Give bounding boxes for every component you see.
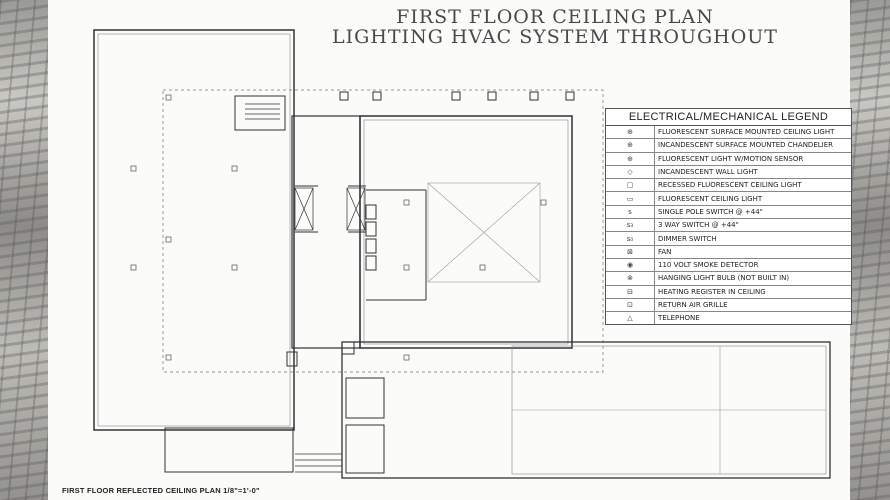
- dimmer-switch-icon: s₀: [606, 232, 655, 245]
- legend-label: 110 VOLT SMOKE DETECTOR: [658, 261, 759, 270]
- legend-label: FLUORESCENT LIGHT W/MOTION SENSOR: [658, 154, 804, 163]
- smoke-detector-icon: ◉: [606, 258, 655, 272]
- legend-label: FLUORESCENT CEILING LIGHT: [658, 194, 763, 203]
- heating-register-icon: ⊟: [606, 285, 655, 298]
- fluorescent-light-icon: ▭: [606, 192, 655, 205]
- wall-light-icon: ◇: [606, 165, 655, 179]
- legend-label: FLUORESCENT SURFACE MOUNTED CEILING LIGH…: [658, 128, 835, 137]
- left-bark-border: [0, 0, 48, 500]
- fan-icon: ⊠: [606, 245, 655, 258]
- legend-row: ⊟HEATING REGISTER IN CEILING: [606, 285, 851, 299]
- legend-row: ◇INCANDESCENT WALL LIGHT: [606, 165, 851, 180]
- legend-label: 3 WAY SWITCH @ +44": [658, 221, 739, 230]
- legend-row: ◉110 VOLT SMOKE DETECTOR: [606, 258, 851, 273]
- chandelier-icon: ⊕: [606, 139, 655, 152]
- legend-row: ▭FLUORESCENT CEILING LIGHT: [606, 192, 851, 206]
- legend-row: ⊠FAN: [606, 245, 851, 259]
- legend-row: ⊕INCANDESCENT SURFACE MOUNTED CHANDELIER: [606, 139, 851, 153]
- legend-row: ⊕FLUORESCENT SURFACE MOUNTED CEILING LIG…: [606, 126, 851, 140]
- legend-heading: ELECTRICAL/MECHANICAL LEGEND: [606, 109, 851, 126]
- light-bulb-icon: ⊗: [606, 272, 655, 285]
- legend-row: ⊕FLUORESCENT LIGHT W/MOTION SENSOR: [606, 152, 851, 166]
- motion-light-icon: ⊕: [606, 152, 655, 165]
- legend-row: ⊡RETURN AIR GRILLE: [606, 298, 851, 313]
- return-air-grille-icon: ⊡: [606, 298, 655, 312]
- legend-table: ELECTRICAL/MECHANICAL LEGEND ⊕FLUORESCEN…: [605, 108, 852, 326]
- plan-caption: FIRST FLOOR REFLECTED CEILING PLAN 1/8"=…: [62, 486, 260, 495]
- legend-row: △TELEPHONE: [606, 312, 851, 325]
- legend-label: FAN: [658, 247, 672, 256]
- ceiling-light-icon: ⊕: [606, 126, 655, 139]
- legend-row: ▢RECESSED FLUORESCENT CEILING LIGHT: [606, 179, 851, 193]
- plan-title: FIRST FLOOR CEILING PLAN: [396, 6, 714, 28]
- legend-label: RECESSED FLUORESCENT CEILING LIGHT: [658, 181, 802, 190]
- legend-row: ⊗HANGING LIGHT BULB (NOT BUILT IN): [606, 272, 851, 286]
- legend-label: TELEPHONE: [658, 314, 700, 323]
- plan-subtitle: LIGHTING HVAC SYSTEM THROUGHOUT: [332, 26, 778, 48]
- legend-label: INCANDESCENT SURFACE MOUNTED CHANDELIER: [658, 141, 833, 150]
- recessed-light-icon: ▢: [606, 179, 655, 192]
- legend-label: HANGING LIGHT BULB (NOT BUILT IN): [658, 274, 790, 283]
- legend-label: INCANDESCENT WALL LIGHT: [658, 168, 758, 177]
- right-bark-border: [850, 0, 890, 500]
- legend-label: RETURN AIR GRILLE: [658, 301, 728, 309]
- switch-icon: s: [606, 205, 655, 219]
- telephone-icon: △: [606, 312, 655, 325]
- legend-label: SINGLE POLE SWITCH @ +44": [658, 207, 763, 216]
- legend-label: HEATING REGISTER IN CEILING: [658, 287, 766, 296]
- three-way-switch-icon: s₃: [606, 219, 655, 232]
- legend-label: DIMMER SWITCH: [658, 234, 717, 243]
